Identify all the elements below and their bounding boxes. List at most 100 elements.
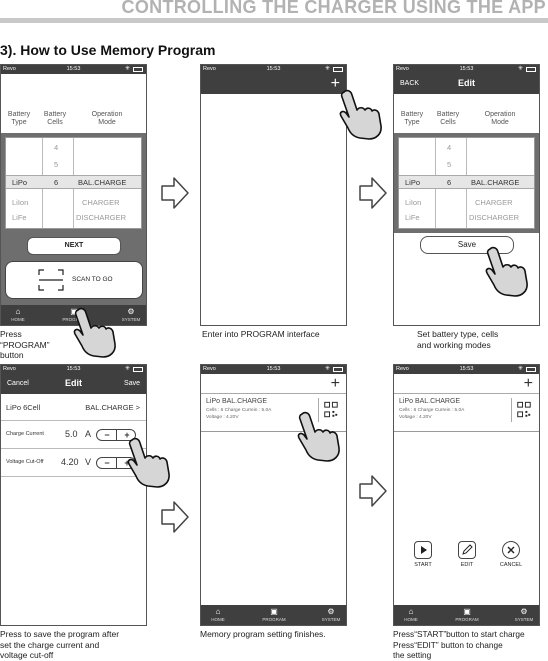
tab-home-label: HOME (211, 617, 225, 622)
scan-to-go-button[interactable]: SCAN TO GO (5, 261, 143, 299)
program-card-detail: Cells : 6 Charge Currein : 5.0A (399, 408, 465, 413)
caption-line: the setting (393, 650, 432, 660)
arrow-right-icon (161, 501, 189, 533)
program-card[interactable]: LiPo BAL.CHARGE Cells : 6 Charge Currein… (201, 394, 346, 432)
program-card[interactable]: LiPo BAL.CHARGE Cells : 6 Charge Currein… (394, 394, 539, 432)
carrier-label: Revo (396, 366, 409, 372)
phone-screen-1: Revo 15:53 ✳ Battery Type Battery Cells … (0, 64, 147, 326)
battery-picker[interactable]: 4 5 LiPo 6 BAL.CHARGE LiIon CHARGER LiFe… (398, 137, 535, 229)
cancel-button[interactable]: CANCEL (496, 541, 526, 568)
caption-line: Press to save the program after (0, 629, 120, 639)
cancel-button[interactable]: Cancel (7, 380, 29, 387)
battery-icon (133, 367, 143, 372)
tab-home[interactable]: ⌂HOME (203, 607, 233, 622)
caption-step-6: Press“START”button to start charge Press… (393, 629, 525, 661)
battery-icon (526, 67, 536, 72)
save-button[interactable]: Save (124, 380, 140, 387)
program-icon: ▣ (70, 307, 78, 316)
cancel-label: CANCEL (499, 562, 523, 568)
add-program-button[interactable]: + (523, 375, 533, 392)
header-rule (0, 18, 548, 23)
clock: 15:53 (266, 66, 281, 72)
voltage-cutoff-label: Voltage Cut-Off (6, 459, 44, 465)
tab-program[interactable]: ▣PROGRAM (452, 607, 482, 622)
plus-icon[interactable]: + (124, 458, 130, 468)
caption-step-4: Press to save the program after set the … (0, 629, 119, 661)
caption-step-5: Memory program setting finishes. (200, 629, 326, 639)
picker-type: LiFe (12, 213, 27, 222)
tab-program[interactable]: ▣PROGRAM (59, 307, 89, 322)
qr-code-icon (318, 398, 338, 422)
clock: 15:53 (459, 66, 474, 72)
tab-system[interactable]: ⚙SYSTEM (116, 307, 146, 322)
picker-mode: BAL.CHARGE (471, 178, 520, 187)
play-icon (414, 541, 432, 559)
program-card-detail: Voltage : 4.20V (399, 415, 432, 420)
program-card-title: LiPo BAL.CHARGE (399, 398, 461, 405)
carrier-label: Revo (396, 66, 409, 72)
pointing-hand-icon (297, 411, 340, 462)
phone-screen-4: Revo 15:53 ✳ Cancel Edit Save LiPo 6Cell… (0, 364, 147, 626)
col-cells: Battery Cells (436, 111, 460, 126)
picker-type: LiIon (405, 198, 422, 207)
bluetooth-icon: ✳ (517, 66, 523, 72)
picker-cell: 6 (447, 178, 452, 187)
program-summary-row[interactable]: LiPo 6Cell BAL.CHARGE > (1, 394, 146, 421)
qr-code-icon (511, 398, 531, 422)
minus-icon[interactable]: − (104, 458, 110, 468)
status-bar: Revo 15:53 ✳ (201, 65, 346, 74)
nav-bar: BACK Edit (394, 74, 539, 94)
tab-system[interactable]: ⚙SYSTEM (316, 607, 346, 622)
program-icon: ▣ (463, 607, 471, 616)
clock: 15:53 (66, 66, 81, 72)
tab-home-label: HOME (404, 617, 418, 622)
caption-step-1: Press “PROGRAM” button (0, 329, 50, 361)
tab-system[interactable]: ⚙SYSTEM (509, 607, 539, 622)
carrier-label: Revo (203, 66, 216, 72)
edit-button[interactable]: EDIT (452, 541, 482, 568)
tab-program-label: PROGRAM (262, 617, 286, 622)
tab-bar: ⌂HOME ▣PROGRAM ⚙SYSTEM (201, 605, 346, 625)
picker-cell: 4 (54, 143, 59, 152)
col-mode: Operation Mode (484, 111, 516, 126)
col-mode: Operation Mode (91, 111, 123, 126)
picker-mode: DISCHARGER (469, 213, 520, 222)
picker-cell: 5 (54, 160, 59, 169)
program-card-title: LiPo BAL.CHARGE (206, 398, 268, 405)
program-toolbar: + (394, 374, 539, 394)
tab-bar: ⌂HOME ▣PROGRAM ⚙SYSTEM (394, 605, 539, 625)
gear-icon: ⚙ (327, 607, 335, 616)
caption-line: and working modes (417, 339, 491, 350)
add-program-button[interactable]: + (330, 75, 340, 92)
tab-home[interactable]: ⌂HOME (396, 607, 426, 622)
minus-icon[interactable]: − (104, 430, 110, 440)
next-button[interactable]: NEXT (27, 237, 121, 255)
program-toolbar: + (201, 374, 346, 394)
plus-icon[interactable]: + (124, 430, 130, 440)
phone-screen-3: Revo 15:53 ✳ BACK Edit Battery Type Batt… (393, 64, 540, 326)
tab-program-label: PROGRAM (62, 317, 86, 322)
back-button[interactable]: BACK (400, 80, 420, 87)
home-icon: ⌂ (408, 607, 414, 616)
caption-line: Set battery type, cells (417, 329, 499, 339)
column-headers: Battery Type Battery Cells Operation Mod… (1, 111, 146, 133)
battery-picker[interactable]: 4 5 LiPo 6 BAL.CHARGE LiIon CHARGER LiFe… (5, 137, 142, 229)
battery-icon (333, 367, 343, 372)
picker-cell: 4 (447, 143, 452, 152)
tab-home[interactable]: ⌂HOME (3, 307, 33, 322)
tab-program[interactable]: ▣PROGRAM (259, 607, 289, 622)
battery-icon (133, 67, 143, 72)
gear-icon: ⚙ (127, 307, 135, 316)
charge-current-stepper[interactable]: − + (96, 429, 136, 441)
caption-line: set the charge current and (0, 639, 100, 650)
start-button[interactable]: START (408, 541, 438, 568)
status-bar: Revo 15:53 ✳ (1, 65, 146, 74)
caption-step-3: Set battery type, cells and working mode… (417, 329, 498, 350)
home-icon: ⌂ (15, 307, 21, 316)
col-type: Battery Type (400, 111, 424, 126)
arrow-right-icon (161, 177, 189, 209)
summary-battery: LiPo 6Cell (6, 403, 41, 412)
summary-mode: BAL.CHARGE > (85, 403, 140, 412)
status-bar: Revo 15:53 ✳ (1, 365, 146, 374)
add-program-button[interactable]: + (330, 375, 340, 392)
